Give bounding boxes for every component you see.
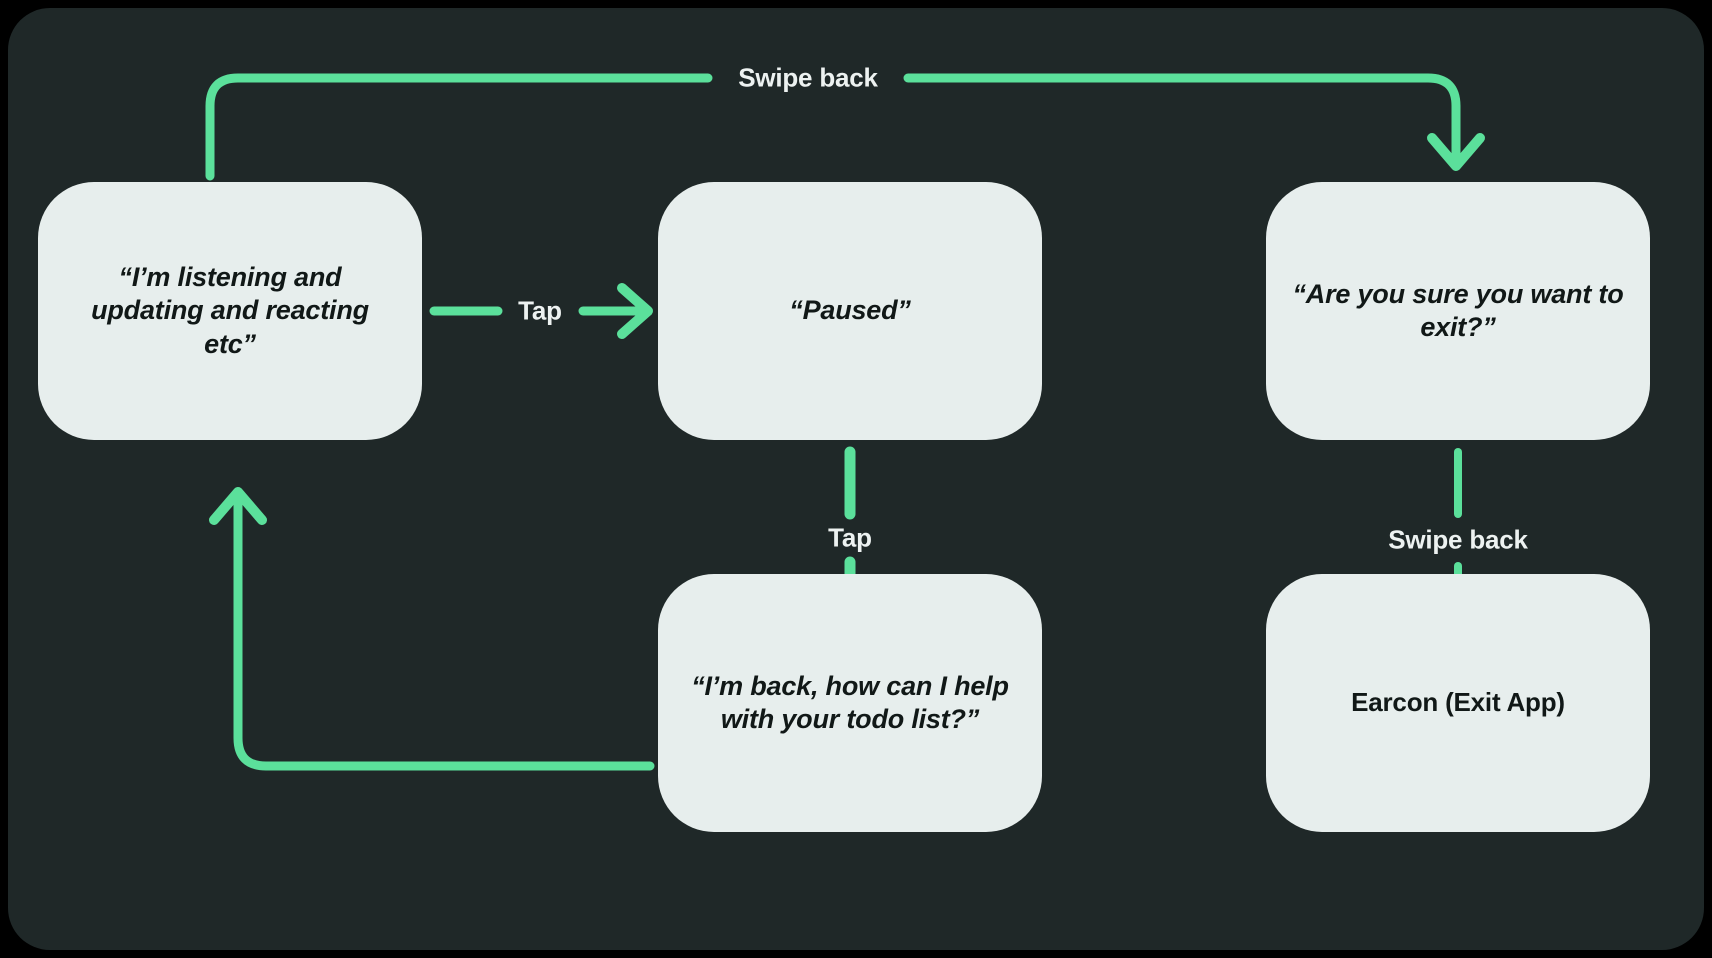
node-confirm-exit-label: “Are you sure you want to exit?” bbox=[1292, 278, 1624, 342]
node-back-label: “I’m back, how can I help with your todo… bbox=[691, 670, 1009, 734]
edge-label-tap-right: Tap bbox=[518, 295, 562, 326]
edge-label-swipe-back-down: Swipe back bbox=[1388, 524, 1528, 555]
node-listening[interactable]: “I’m listening and updating and reacting… bbox=[38, 182, 422, 440]
edge-label-swipe-back-top: Swipe back bbox=[738, 62, 878, 93]
edge-swipe-back-top bbox=[205, 73, 1485, 181]
edge-return-loop bbox=[209, 487, 655, 771]
edge-tap-right bbox=[429, 283, 653, 339]
edge-label-tap-down: Tap bbox=[828, 522, 872, 553]
node-back[interactable]: “I’m back, how can I help with your todo… bbox=[658, 574, 1042, 832]
diagram-canvas: “I’m listening and updating and reacting… bbox=[8, 8, 1704, 950]
node-earcon-label: Earcon (Exit App) bbox=[1351, 687, 1565, 718]
node-listening-label: “I’m listening and updating and reacting… bbox=[91, 262, 369, 359]
node-earcon[interactable]: Earcon (Exit App) bbox=[1266, 574, 1650, 832]
node-paused-label: “Paused” bbox=[789, 295, 911, 326]
node-paused[interactable]: “Paused” bbox=[658, 182, 1042, 440]
node-confirm-exit[interactable]: “Are you sure you want to exit?” bbox=[1266, 182, 1650, 440]
